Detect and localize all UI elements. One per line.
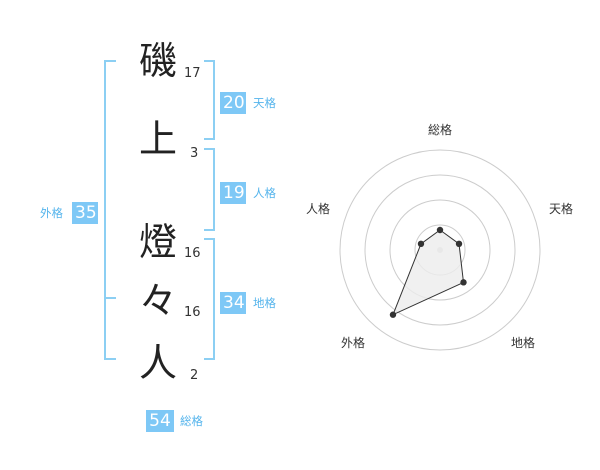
soukaku-value-badge: 54: [146, 410, 174, 432]
bracket-gaikaku-tick: [104, 297, 116, 299]
name-char-5: 人: [138, 341, 177, 385]
radar-label-tenkaku: 天格: [549, 202, 574, 216]
name-char-3: 燈: [138, 220, 177, 264]
radar-label-gaikaku: 外格: [341, 336, 366, 350]
radar-point-4: [389, 311, 397, 318]
chikaku-value-badge: 34: [220, 292, 246, 314]
radar-label-jinkaku: 人格: [306, 202, 331, 216]
radar-point-3: [460, 279, 467, 286]
stroke-count-1: 17: [184, 66, 201, 81]
radar-ring-4: [339, 149, 541, 351]
bracket-chikaku: [204, 238, 215, 360]
gaikaku-value-badge: 35: [72, 202, 98, 224]
radar-chart: [339, 149, 541, 351]
radar-ring-3: [364, 174, 516, 326]
name-char-2: 上: [138, 117, 177, 161]
bracket-gaikaku: [104, 60, 116, 360]
tenkaku-label: 天格: [253, 96, 276, 110]
jinkaku-label: 人格: [253, 186, 276, 200]
stroke-count-2: 3: [190, 146, 199, 161]
name-char-4: 々: [138, 279, 177, 323]
radar-ring-2: [389, 199, 491, 301]
radar-point-2: [455, 240, 463, 248]
radar-label-soukaku: 総格: [428, 123, 453, 137]
radar-point-1: [436, 226, 444, 234]
gaikaku-label: 外格: [40, 206, 63, 220]
bracket-jinkaku: [204, 148, 215, 231]
soukaku-label: 総格: [180, 414, 203, 428]
stroke-count-3: 16: [184, 246, 201, 261]
chikaku-label: 地格: [253, 296, 276, 310]
tenkaku-value-badge: 20: [220, 92, 246, 114]
name-char-1: 磯: [138, 39, 177, 83]
stroke-count-4: 16: [184, 305, 201, 320]
radar-label-chikaku: 地格: [511, 336, 536, 350]
stroke-count-5: 2: [190, 368, 199, 383]
radar-point-5: [417, 240, 425, 248]
bracket-tenkaku: [204, 60, 215, 140]
jinkaku-value-badge: 19: [220, 182, 246, 204]
radar-polygon: [392, 229, 465, 316]
